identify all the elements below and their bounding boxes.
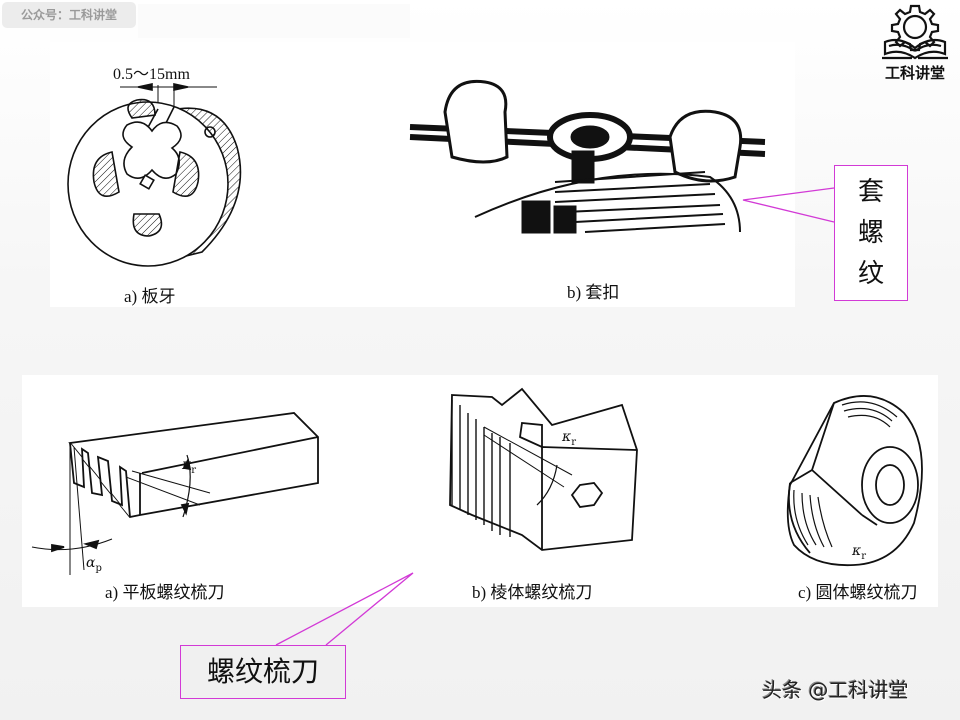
caption-threading: b) 套扣 xyxy=(567,283,620,302)
callout-char: 套 xyxy=(857,176,884,207)
figure-threading: b) 套扣 xyxy=(405,42,795,307)
caption-flat-chaser: a) 平板螺纹梳刀 xyxy=(105,583,225,602)
callout-thread-chaser: 螺纹梳刀 xyxy=(180,645,346,699)
bottom-figure-panel: κr αp a) 平板螺纹梳刀 κr b) 棱体螺纹梳刀 xyxy=(22,375,938,607)
top-figure-panel: 0.5～15mm xyxy=(50,42,795,307)
gear-book-icon xyxy=(882,4,948,60)
symbol-kappa-r: κr xyxy=(852,543,866,562)
circular-chaser-icon xyxy=(786,395,923,567)
caption-prismatic-chaser: b) 棱体螺纹梳刀 xyxy=(472,583,593,602)
caption-die: a) 板牙 xyxy=(124,287,176,306)
watermark-badge: 公众号：工科讲堂 xyxy=(2,2,136,28)
callout-char: 螺 xyxy=(857,217,884,248)
figure-die: 0.5～15mm xyxy=(62,52,262,306)
logo: 工科讲堂 xyxy=(872,2,958,92)
logo-text: 工科讲堂 xyxy=(884,64,945,82)
footer-attribution: 头条 @工科讲堂 xyxy=(762,678,909,702)
die-icon xyxy=(67,83,242,267)
figure-circular-chaser: κr c) 圆体螺纹梳刀 xyxy=(762,375,938,607)
caption-circular-chaser: c) 圆体螺纹梳刀 xyxy=(798,583,918,602)
callout-external-threading: 套 螺 纹 xyxy=(834,165,908,301)
figure-prismatic-chaser: κr b) 棱体螺纹梳刀 xyxy=(422,375,662,607)
flat-chaser-icon xyxy=(31,412,319,575)
watermark-strip xyxy=(138,4,410,38)
symbol-kappa-r: κr xyxy=(182,457,196,476)
figure-flat-chaser: κr αp a) 平板螺纹梳刀 xyxy=(22,375,342,607)
die-stock-threading-icon xyxy=(409,79,766,234)
prismatic-chaser-icon xyxy=(449,387,638,551)
callout-char: 纹 xyxy=(857,258,884,289)
dimension-label: 0.5～15mm xyxy=(113,66,190,83)
symbol-alpha-p: αp xyxy=(86,555,102,574)
symbol-kappa-r: κr xyxy=(562,429,576,448)
